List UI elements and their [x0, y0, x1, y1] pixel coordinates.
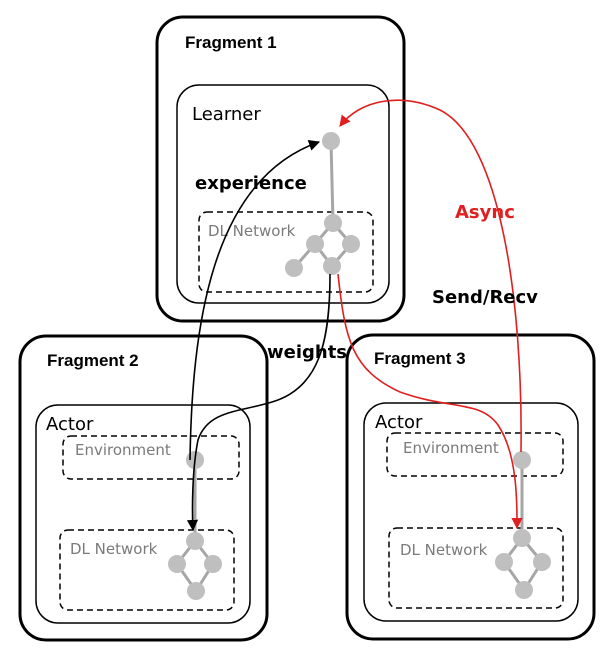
learner-network-node — [323, 257, 341, 275]
learner-graph — [285, 132, 360, 277]
actor-3-environment-box — [386, 432, 564, 477]
actor-3-network-box — [388, 527, 564, 609]
actor-2-network-label: DL Network — [70, 540, 158, 558]
learner-network-label: DL Network — [208, 222, 296, 240]
actor-3-network-label: DL Network — [400, 541, 488, 559]
learner-network-node — [342, 235, 360, 253]
actor-2-network-node — [204, 555, 222, 573]
experience-arrow — [189, 140, 321, 461]
fragment-3-title: Fragment 3 — [374, 349, 466, 368]
actor-2-graph — [168, 451, 222, 600]
fragment-1-box — [155, 15, 406, 323]
experience-label: experience — [195, 173, 307, 194]
learner-network-node — [285, 259, 303, 277]
learner-box — [176, 84, 390, 304]
actor-3-box — [363, 402, 579, 622]
fragment-2-box — [18, 334, 269, 642]
learner-network-node — [324, 214, 342, 232]
actor-2-network-box — [59, 529, 235, 611]
learner-network-node — [306, 235, 324, 253]
actor-3-graph — [495, 451, 551, 599]
fragment-1: Fragment 1 Learner DL Network — [155, 15, 406, 323]
actor-2-network-node — [186, 532, 204, 550]
actor-2-environment-box — [62, 435, 240, 480]
actor-2-title: Actor — [46, 414, 94, 435]
learner-input-node — [322, 132, 340, 150]
actor-3-environment-label: Environment — [403, 439, 499, 457]
weights-label: weights — [267, 342, 347, 363]
fragment-2: Fragment 2 Actor Environment DL Network — [18, 334, 269, 642]
actor-3-title: Actor — [375, 412, 423, 433]
actor-3-network-node — [495, 553, 513, 571]
actor-2-box — [35, 404, 251, 624]
actor-3-network-node — [515, 581, 533, 599]
async-arrow — [337, 273, 523, 530]
fragment-3-box — [345, 333, 596, 641]
actor-3-network-node — [533, 553, 551, 571]
learner-title: Learner — [192, 104, 261, 125]
fragment-3: Fragment 3 Actor Environment DL Network — [345, 333, 596, 641]
sendrecv-arrow — [339, 99, 522, 453]
actor-2-network-node — [168, 555, 186, 573]
actor-3-network-node — [513, 529, 531, 547]
async-label: Async — [455, 202, 515, 223]
weights-arrow — [186, 273, 331, 532]
actor-2-network-node — [187, 582, 205, 600]
sendrecv-label: Send/Recv — [432, 287, 538, 308]
fragment-2-title: Fragment 2 — [47, 351, 139, 370]
learner-network-box — [198, 211, 374, 293]
learner-edge — [329, 140, 335, 224]
actor-2-environment-label: Environment — [75, 441, 171, 459]
actor-3-environment-node — [513, 451, 531, 469]
fragment-1-title: Fragment 1 — [185, 33, 277, 52]
